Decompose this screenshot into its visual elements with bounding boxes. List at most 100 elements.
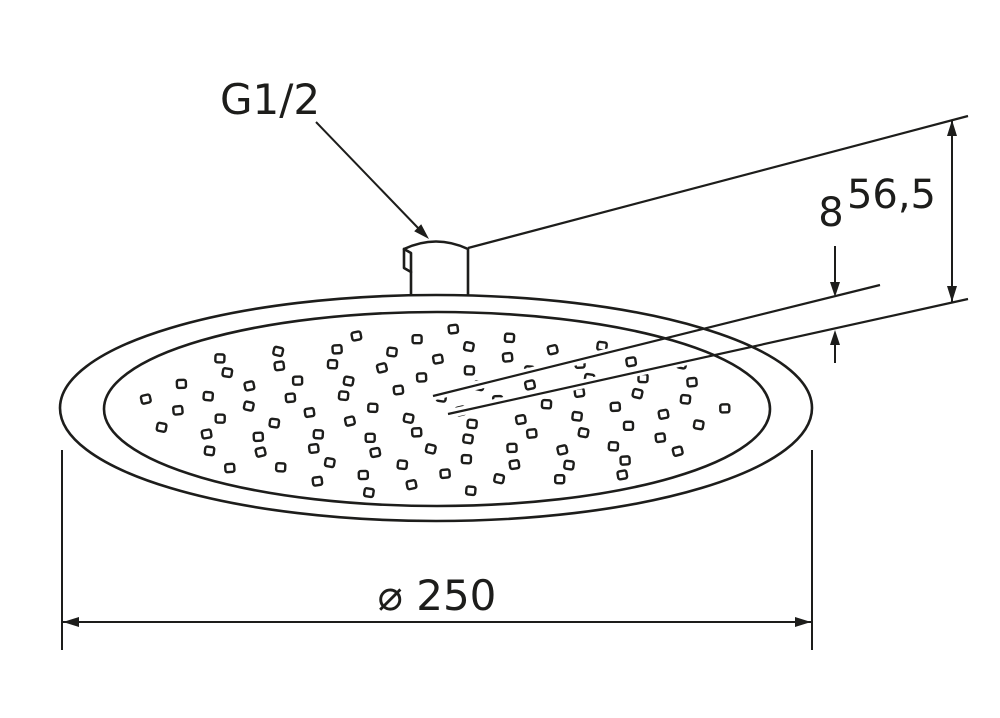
nozzle-dot [243,380,256,392]
nozzle-dot [503,332,516,344]
nozzle-dot [514,413,527,426]
nozzle-dot [616,469,629,481]
nozzle-dot [546,343,559,356]
reference-lines [431,114,969,419]
nozzle-dot [252,431,265,443]
nozzle-dot [493,473,506,485]
diameter-arrow-right [795,617,811,627]
nozzle-dot [326,358,339,370]
nozzle-dot [609,401,622,413]
dimension-height: 56,5 [847,120,957,302]
nozzle-dot [463,365,476,376]
nozzle-dot [402,412,415,424]
nozzle-dot [657,408,670,420]
spray-face-reference-line [447,297,969,416]
nozzle-dot [375,362,389,374]
nozzle-dot [719,403,731,414]
nozzle-dot [631,387,644,400]
nozzle-dot [303,406,316,419]
height-arrow-bottom [947,286,957,302]
height-dimension-label: 56,5 [847,172,936,218]
nozzle-dot [462,433,474,445]
height-arrow-top [947,120,957,136]
fitting-body-fill [404,241,468,296]
thread-leader-arrowhead [414,224,429,239]
nozzle-dot [686,376,698,388]
nozzle-dot [268,417,281,429]
nozzle-dot [654,432,667,444]
nozzle-dot [274,461,287,473]
nozzle-dot [525,428,538,439]
nozzle-dot [464,485,477,497]
nozzle-dot [307,443,320,454]
connector-fitting [402,240,470,298]
nozzle-dot [523,379,537,391]
nozzle-dot [415,372,428,383]
thickness-dimension-label: 8 [818,190,843,236]
nozzle-dot [405,479,418,491]
nozzle-dot [369,446,382,459]
nozzle-dot [172,404,184,416]
nozzle-dot [357,469,370,481]
nozzle-dot [431,353,444,365]
nozzle-dot [311,475,324,487]
nozzle-dot [337,390,350,402]
nozzle-dot [386,346,398,358]
nozzle-dot [202,390,215,402]
nozzle-dot [392,384,405,396]
nozzle-dot [291,375,304,386]
nozzle-dot [607,440,620,452]
nozzle-dot [501,351,514,363]
nozzle-dot [155,421,168,433]
nozzle-dot [312,428,325,440]
nozzle-dot [553,473,566,485]
nozzle-dot [362,487,375,499]
nozzle-dot [462,340,475,353]
diameter-arrow-left [63,617,79,627]
nozzle-dot [679,393,692,405]
nozzle-dot [221,367,234,379]
nozzle-dot [447,323,460,335]
thread-leader-line [315,121,421,231]
nozzle-dot [506,442,518,454]
nozzle-dot [284,392,297,404]
nozzle-dot [692,419,705,431]
nozzle-dot [460,453,473,465]
nozzle-dot [563,459,575,471]
showerhead [58,240,814,523]
nozzle-dot [273,360,286,372]
nozzle-dot [619,455,631,466]
nozzle-dot [200,428,213,440]
nozzle-dot [571,410,584,422]
dimension-diameter: ⌀ 250 [61,450,813,650]
nozzle-dot [343,415,356,427]
dimension-thickness: 8 [818,190,844,363]
thread-callout: G1/2 [220,75,429,239]
nozzle-dot [342,375,355,387]
nozzle-dot [439,468,451,480]
nozzle-dot [556,444,569,456]
plate-top-reference-line [432,283,881,398]
nozzle-dot [214,413,226,424]
nozzle-dot [364,432,376,443]
fitting-top-reference-line [467,114,969,250]
nozzle-dot [540,398,553,410]
thickness-arrow-up [830,330,840,345]
fitting-notch-line [402,247,413,274]
head-face-edge [102,310,772,508]
nozzle-dot [577,427,590,439]
nozzle-dot [139,393,152,405]
nozzle-dot [214,353,226,364]
nozzle-dot [396,459,409,471]
nozzle-dot [424,443,437,455]
nozzle-dot [410,426,423,438]
fitting-body-outline [402,240,470,298]
nozzle-dot [625,356,638,368]
nozzle-dot [508,459,521,471]
nozzle-dot [367,402,379,414]
nozzle-dot [254,446,267,458]
nozzle-dot [671,445,684,457]
nozzle-dot [622,420,635,431]
